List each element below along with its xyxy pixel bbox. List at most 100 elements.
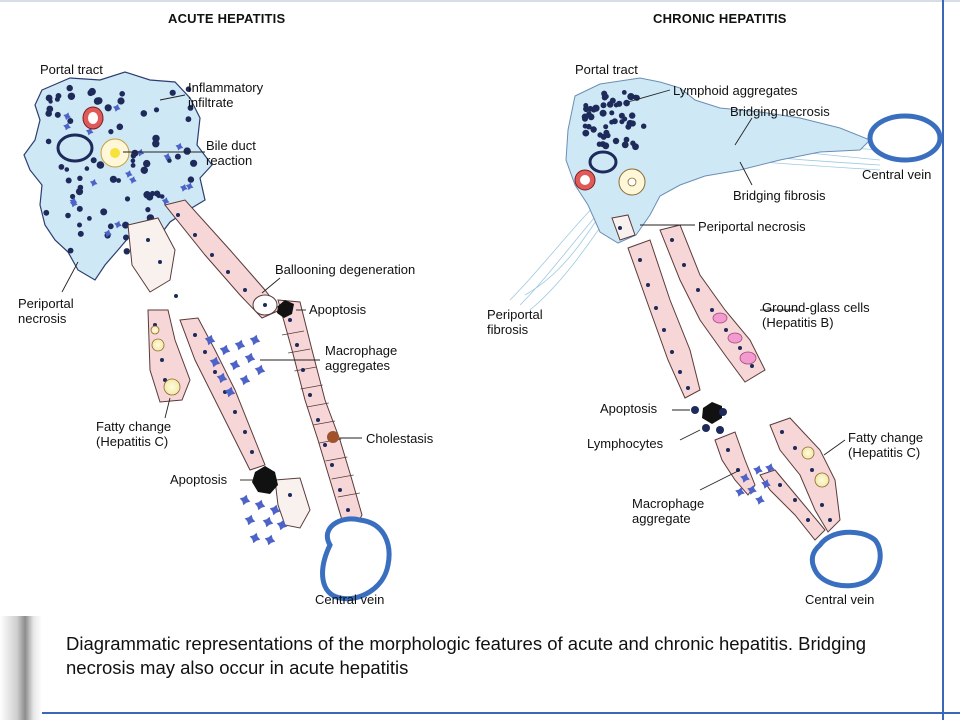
inflammatory-cell <box>75 188 84 196</box>
cell-border <box>337 492 360 498</box>
hepatocyte-nucleus <box>243 430 247 434</box>
hepatocyte-nucleus <box>793 446 797 450</box>
fatty-change-cells-acute <box>150 325 181 396</box>
hepatocyte-nucleus <box>288 318 292 322</box>
label-apoptosis-chronic: Apoptosis <box>600 401 658 416</box>
lymphocyte <box>630 140 636 146</box>
hepatocyte-nucleus <box>793 498 797 502</box>
label-macrophage-aggregate: Macrophage aggregate <box>632 496 705 526</box>
cell-border <box>294 366 317 372</box>
portal-macrophage <box>63 122 71 131</box>
hepatocyte-nucleus <box>806 518 810 522</box>
label-central-vein-right: Central vein <box>862 167 932 182</box>
hepatocyte-nucleus <box>810 468 814 472</box>
portal-macrophage <box>113 104 121 112</box>
inflammatory-cell <box>43 209 50 216</box>
acute-hepatocyte-plates <box>127 199 363 529</box>
lymphocyte <box>623 136 630 143</box>
hepatocyte-nuclei <box>146 213 350 512</box>
hepatocyte-nucleus <box>710 308 714 312</box>
portal-macrophage <box>104 229 112 238</box>
inflammatory-cell <box>77 222 82 228</box>
lymphocyte <box>606 101 614 108</box>
macrophage <box>254 499 266 511</box>
apoptosis-chronic <box>702 402 722 424</box>
hepatocyte-nucleus <box>288 493 292 497</box>
ballooning-cell <box>252 294 278 316</box>
hepatocyte-nucleus <box>662 328 666 332</box>
inflammatory-cell <box>174 153 181 160</box>
lymphocyte <box>621 141 629 149</box>
hepatocyte-nucleus <box>163 378 167 382</box>
inflammatory-cell <box>122 221 130 229</box>
lymphocyte <box>586 123 592 130</box>
hepatocyte-nucleus <box>670 238 674 242</box>
macrophage <box>229 359 241 371</box>
label-portal-tract-chronic: Portal tract <box>575 62 638 77</box>
label-lymphocytes: Lymphocytes <box>587 436 664 451</box>
portal-macrophage <box>69 197 78 206</box>
lymphocyte <box>627 93 635 101</box>
inflammatory-cell <box>104 104 112 112</box>
hepatocyte-nucleus <box>618 226 622 230</box>
inflammatory-cell <box>131 149 139 157</box>
lymphocyte <box>625 123 632 130</box>
lymphocyte <box>629 120 636 127</box>
inflammatory-cell <box>130 163 136 168</box>
label-central-vein-bottom: Central vein <box>805 592 875 607</box>
portal-macrophage <box>129 176 137 184</box>
lymphocyte <box>582 129 590 137</box>
macrophage <box>264 534 276 546</box>
inflammatory-cell <box>145 207 151 213</box>
chronic-panel-title: CHRONIC HEPATITIS <box>653 11 787 26</box>
lymphocyte <box>641 123 647 129</box>
hepatocyte-nucleus <box>696 288 700 292</box>
lymphocyte <box>613 102 619 108</box>
hepatocyte-nucleus <box>686 386 690 390</box>
lymphocyte <box>618 112 625 119</box>
inflammatory-cell <box>95 97 103 105</box>
top-border <box>0 0 960 2</box>
label-lymphoid-aggregates: Lymphoid aggregates <box>673 83 798 98</box>
inflammatory-cell <box>119 91 125 97</box>
macrophage <box>239 374 251 386</box>
cell-border <box>300 384 323 390</box>
lymphocyte <box>629 112 636 119</box>
portal-macrophage <box>63 112 71 120</box>
lymphocyte <box>609 119 614 125</box>
lymphocyte <box>599 109 607 117</box>
inflammatory-cell <box>167 158 172 163</box>
inflammatory-cell <box>140 166 148 174</box>
lymphocyte <box>632 94 639 100</box>
hepatitis-diagram <box>23 71 943 602</box>
inflammatory-cell <box>152 134 160 143</box>
label-fatty-change-acute: Fatty change (Hepatitis C) <box>96 419 172 449</box>
hepatocyte-nucleus <box>724 328 728 332</box>
hepatocyte-nucleus <box>330 463 334 467</box>
hepatocyte-nucleus <box>670 350 674 354</box>
fatty-change-cells-chronic <box>801 446 830 488</box>
inflammatory-cell <box>77 175 83 181</box>
lymphocyte <box>583 103 589 108</box>
hepatocyte-nucleus <box>682 263 686 267</box>
hepatocyte-nucleus <box>726 448 730 452</box>
macrophage <box>269 504 281 516</box>
label-inflammatory-infiltrate: Inflammatory infiltrate <box>188 80 264 110</box>
cell-border <box>325 456 348 462</box>
hepatocyte-nucleus <box>174 294 178 298</box>
macrophage <box>204 334 216 346</box>
portal-macrophage <box>163 153 172 161</box>
hepatocyte-nucleus <box>346 508 350 512</box>
hepatocyte-nucleus <box>193 233 197 237</box>
inflammatory-cell <box>183 147 191 155</box>
hepatocyte-nucleus <box>323 443 327 447</box>
label-bridging-fibrosis: Bridging fibrosis <box>733 188 826 203</box>
cell-border <box>312 420 336 426</box>
portal-macrophage <box>89 179 98 187</box>
macrophage <box>239 494 251 506</box>
hepatocyte-nucleus <box>646 283 650 287</box>
inflammatory-cell <box>70 193 76 200</box>
hepatocyte-nucleus <box>301 368 305 372</box>
inflammatory-cell <box>45 94 53 102</box>
macrophage <box>209 356 221 368</box>
